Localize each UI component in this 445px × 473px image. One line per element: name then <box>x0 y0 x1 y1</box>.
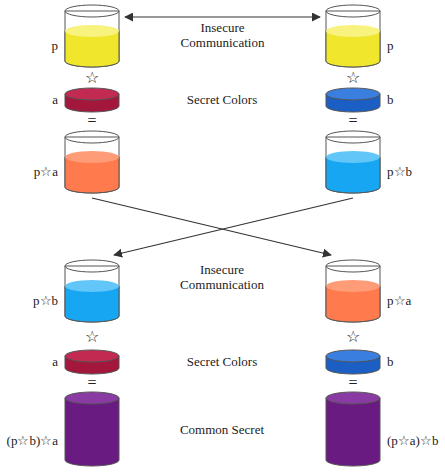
paint-cylinder: p☆a <box>64 131 120 193</box>
color-label: p <box>387 39 394 53</box>
paint-cylinder: p☆b <box>64 260 120 322</box>
cylinder-top <box>65 350 119 362</box>
color-label: p☆a <box>387 294 411 308</box>
insecure-channel-arrow <box>125 16 320 17</box>
cylinder-top <box>65 260 119 272</box>
color-label: p☆a <box>34 165 58 179</box>
color-label: a <box>52 93 58 107</box>
cylinder-outline <box>64 5 120 67</box>
section-label: Secret Colors <box>187 355 257 370</box>
secret-color-disc: a <box>64 350 120 374</box>
channel-label: Insecure Communication <box>166 21 280 51</box>
color-label: (p☆a)☆b <box>387 434 438 448</box>
cylinder-top <box>326 392 380 404</box>
cylinder-body <box>326 266 380 322</box>
cylinder-body <box>65 398 119 466</box>
paint-cylinder: (p☆a)☆b <box>325 392 381 466</box>
color-label: p☆b <box>33 294 58 308</box>
paint-cylinder: p☆a <box>325 260 381 322</box>
secret-color-disc: b <box>325 350 381 374</box>
cylinder-top <box>326 260 380 272</box>
cylinder-body <box>65 266 119 322</box>
cylinder-body <box>326 398 380 466</box>
mix-operator: ☆ <box>85 69 99 87</box>
cylinder-top <box>65 88 119 100</box>
secret-color-disc: b <box>325 88 381 112</box>
cylinder-outline <box>325 5 381 67</box>
cylinder-body <box>326 137 380 193</box>
equals-sign: = <box>348 112 357 130</box>
section-label: Secret Colors <box>187 93 257 108</box>
cylinder-outline <box>64 131 120 193</box>
cylinder-body <box>326 11 380 67</box>
cylinder-top <box>65 280 119 292</box>
cylinder-top <box>65 151 119 163</box>
channel-label: Insecure Communication <box>167 263 277 293</box>
paint-cylinder: (p☆b)☆a <box>64 392 120 466</box>
cylinder-outline <box>325 88 381 112</box>
cylinder-outline <box>64 350 120 374</box>
equals-sign: = <box>348 374 357 392</box>
equals-sign: = <box>87 374 96 392</box>
color-label: b <box>387 355 394 369</box>
color-label: (p☆b)☆a <box>7 434 58 448</box>
cylinder-top <box>326 280 380 292</box>
cylinder-outline <box>325 131 381 193</box>
color-label: p <box>52 39 59 53</box>
secret-color-disc: a <box>64 88 120 112</box>
paint-cylinder: p☆b <box>325 131 381 193</box>
insecure-channel-arrow <box>92 198 331 255</box>
cylinder-top <box>326 151 380 163</box>
cylinder-top <box>65 392 119 404</box>
cylinder-top <box>326 350 380 362</box>
cylinder-outline <box>325 350 381 374</box>
color-label: a <box>52 355 58 369</box>
cylinder-body <box>65 137 119 193</box>
cylinder-top <box>65 5 119 17</box>
cylinder-outline <box>325 260 381 322</box>
cylinder-outline <box>64 392 120 466</box>
cylinder-top <box>326 25 380 37</box>
cylinder-outline <box>64 88 120 112</box>
mix-operator: ☆ <box>346 328 360 346</box>
cylinder-body <box>65 11 119 67</box>
cylinder-top <box>326 131 380 143</box>
section-label: Common Secret <box>180 423 264 438</box>
cylinder-top <box>326 88 380 100</box>
cylinder-top <box>65 131 119 143</box>
color-label: p☆b <box>387 165 412 179</box>
insecure-channel-arrow <box>114 198 353 255</box>
cylinder-outline <box>64 260 120 322</box>
mix-operator: ☆ <box>85 328 99 346</box>
paint-cylinder: p <box>325 5 381 67</box>
cylinder-outline <box>325 392 381 466</box>
equals-sign: = <box>87 112 96 130</box>
color-label: b <box>387 93 394 107</box>
cylinder-top <box>326 5 380 17</box>
cylinder-top <box>65 25 119 37</box>
mix-operator: ☆ <box>346 69 360 87</box>
paint-cylinder: p <box>64 5 120 67</box>
